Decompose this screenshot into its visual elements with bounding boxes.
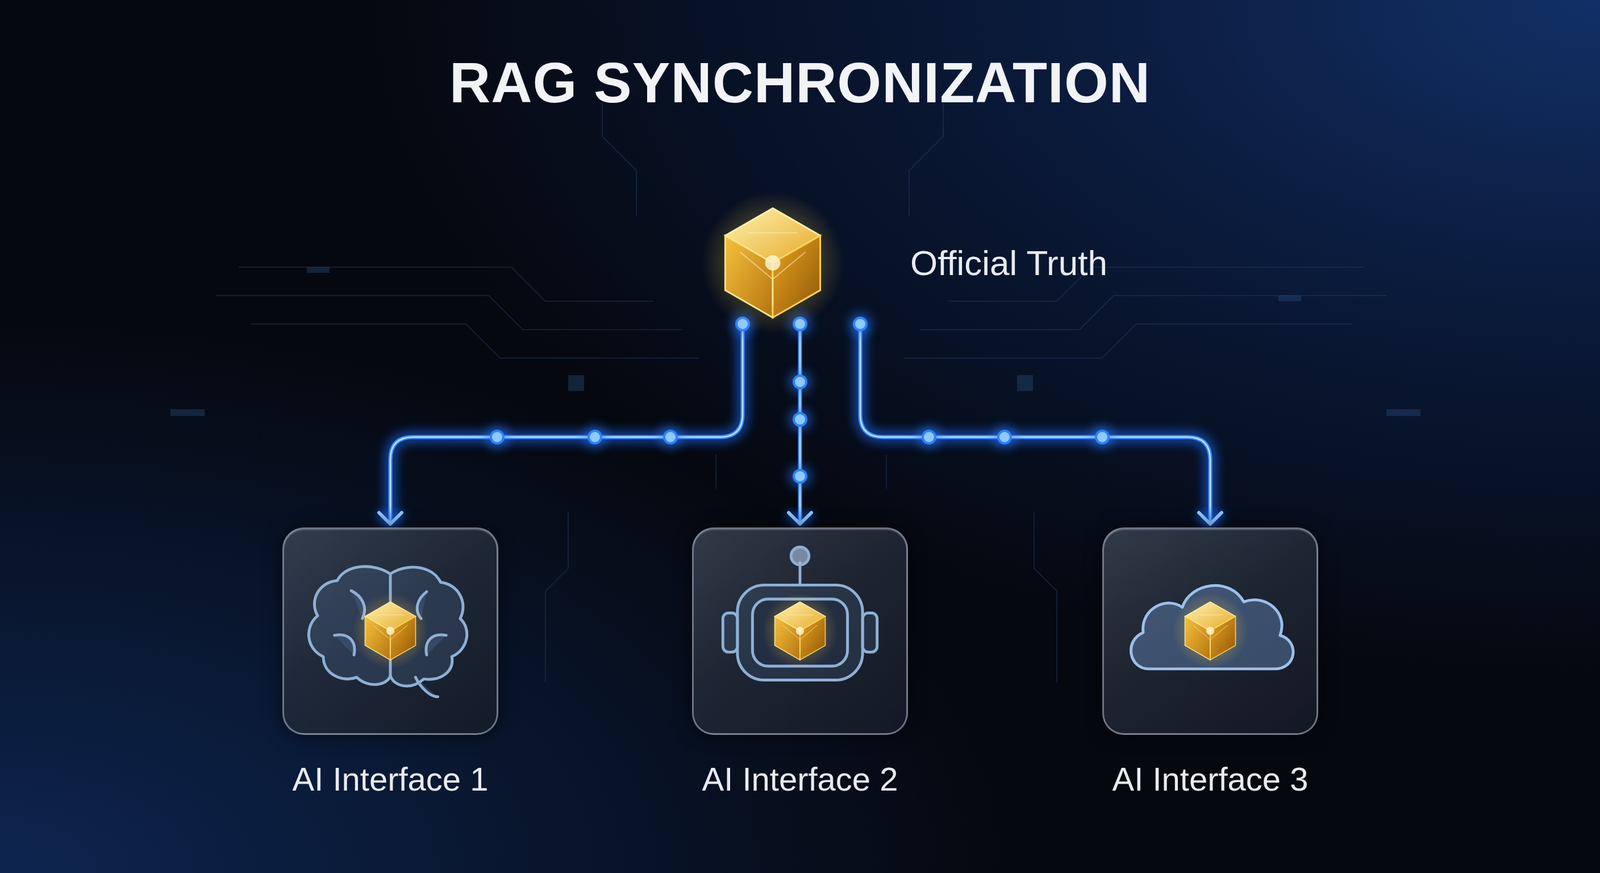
- interface-box: AI Interface 2: [692, 527, 908, 798]
- glass-tile: [282, 527, 499, 735]
- node-label: AI Interface 3: [1112, 759, 1309, 798]
- node-dot-glow: [485, 425, 509, 449]
- node-dot: [998, 430, 1011, 444]
- node-dot: [793, 413, 807, 426]
- node-icon: [693, 528, 907, 733]
- arrow-glow: [788, 512, 812, 524]
- node-dot: [588, 430, 602, 444]
- interface-box: AI Interface 1: [282, 527, 499, 798]
- node-icon: [701, 187, 844, 339]
- node-dot: [853, 317, 867, 331]
- node-dot: [664, 430, 677, 444]
- connector-glow: [793, 323, 807, 524]
- sync-connector: [848, 312, 1222, 524]
- glass-tile: [1102, 527, 1319, 735]
- node-dot-glow: [583, 425, 607, 449]
- truth-cube: Official Truth: [701, 187, 844, 339]
- connector-line: [390, 323, 743, 524]
- sync-connector: [378, 312, 754, 524]
- node-dot: [793, 469, 807, 483]
- glass-tile: [692, 527, 908, 735]
- arrow-head: [378, 512, 402, 524]
- interface-box: AI Interface 3: [1102, 527, 1319, 798]
- connector-glow: [390, 323, 743, 524]
- connector-line: [860, 323, 1211, 524]
- connector-core: [390, 323, 743, 524]
- node-dot-glow: [659, 425, 682, 449]
- node-label: AI Interface 2: [702, 759, 899, 798]
- node-dot: [922, 430, 936, 444]
- node-dot: [793, 375, 807, 389]
- node-dot-glow: [917, 425, 941, 449]
- connector-glow: [860, 323, 1211, 524]
- node-dot-glow: [993, 425, 1016, 449]
- arrow-head: [788, 512, 812, 524]
- node-icon: [284, 528, 497, 733]
- node-dot-glow: [1090, 425, 1114, 449]
- node-dot: [1096, 430, 1109, 444]
- node-dot-glow: [848, 312, 872, 336]
- arrow-glow: [378, 512, 402, 524]
- node-icon: [1103, 528, 1317, 733]
- cube-shape: [701, 187, 844, 339]
- node-label: Official Truth: [910, 242, 1108, 283]
- sync-connector: [788, 312, 812, 524]
- node-dot-glow: [788, 464, 812, 488]
- arrow-head: [1198, 512, 1222, 524]
- arrow-glow: [1198, 512, 1222, 524]
- node-dot-glow: [788, 370, 812, 394]
- node-dot-glow: [788, 407, 812, 431]
- diagram-title: RAG SYNCHRONIZATION: [0, 50, 1600, 116]
- node-dot: [490, 430, 504, 444]
- node-label: AI Interface 1: [292, 759, 489, 798]
- connector-core: [860, 323, 1211, 524]
